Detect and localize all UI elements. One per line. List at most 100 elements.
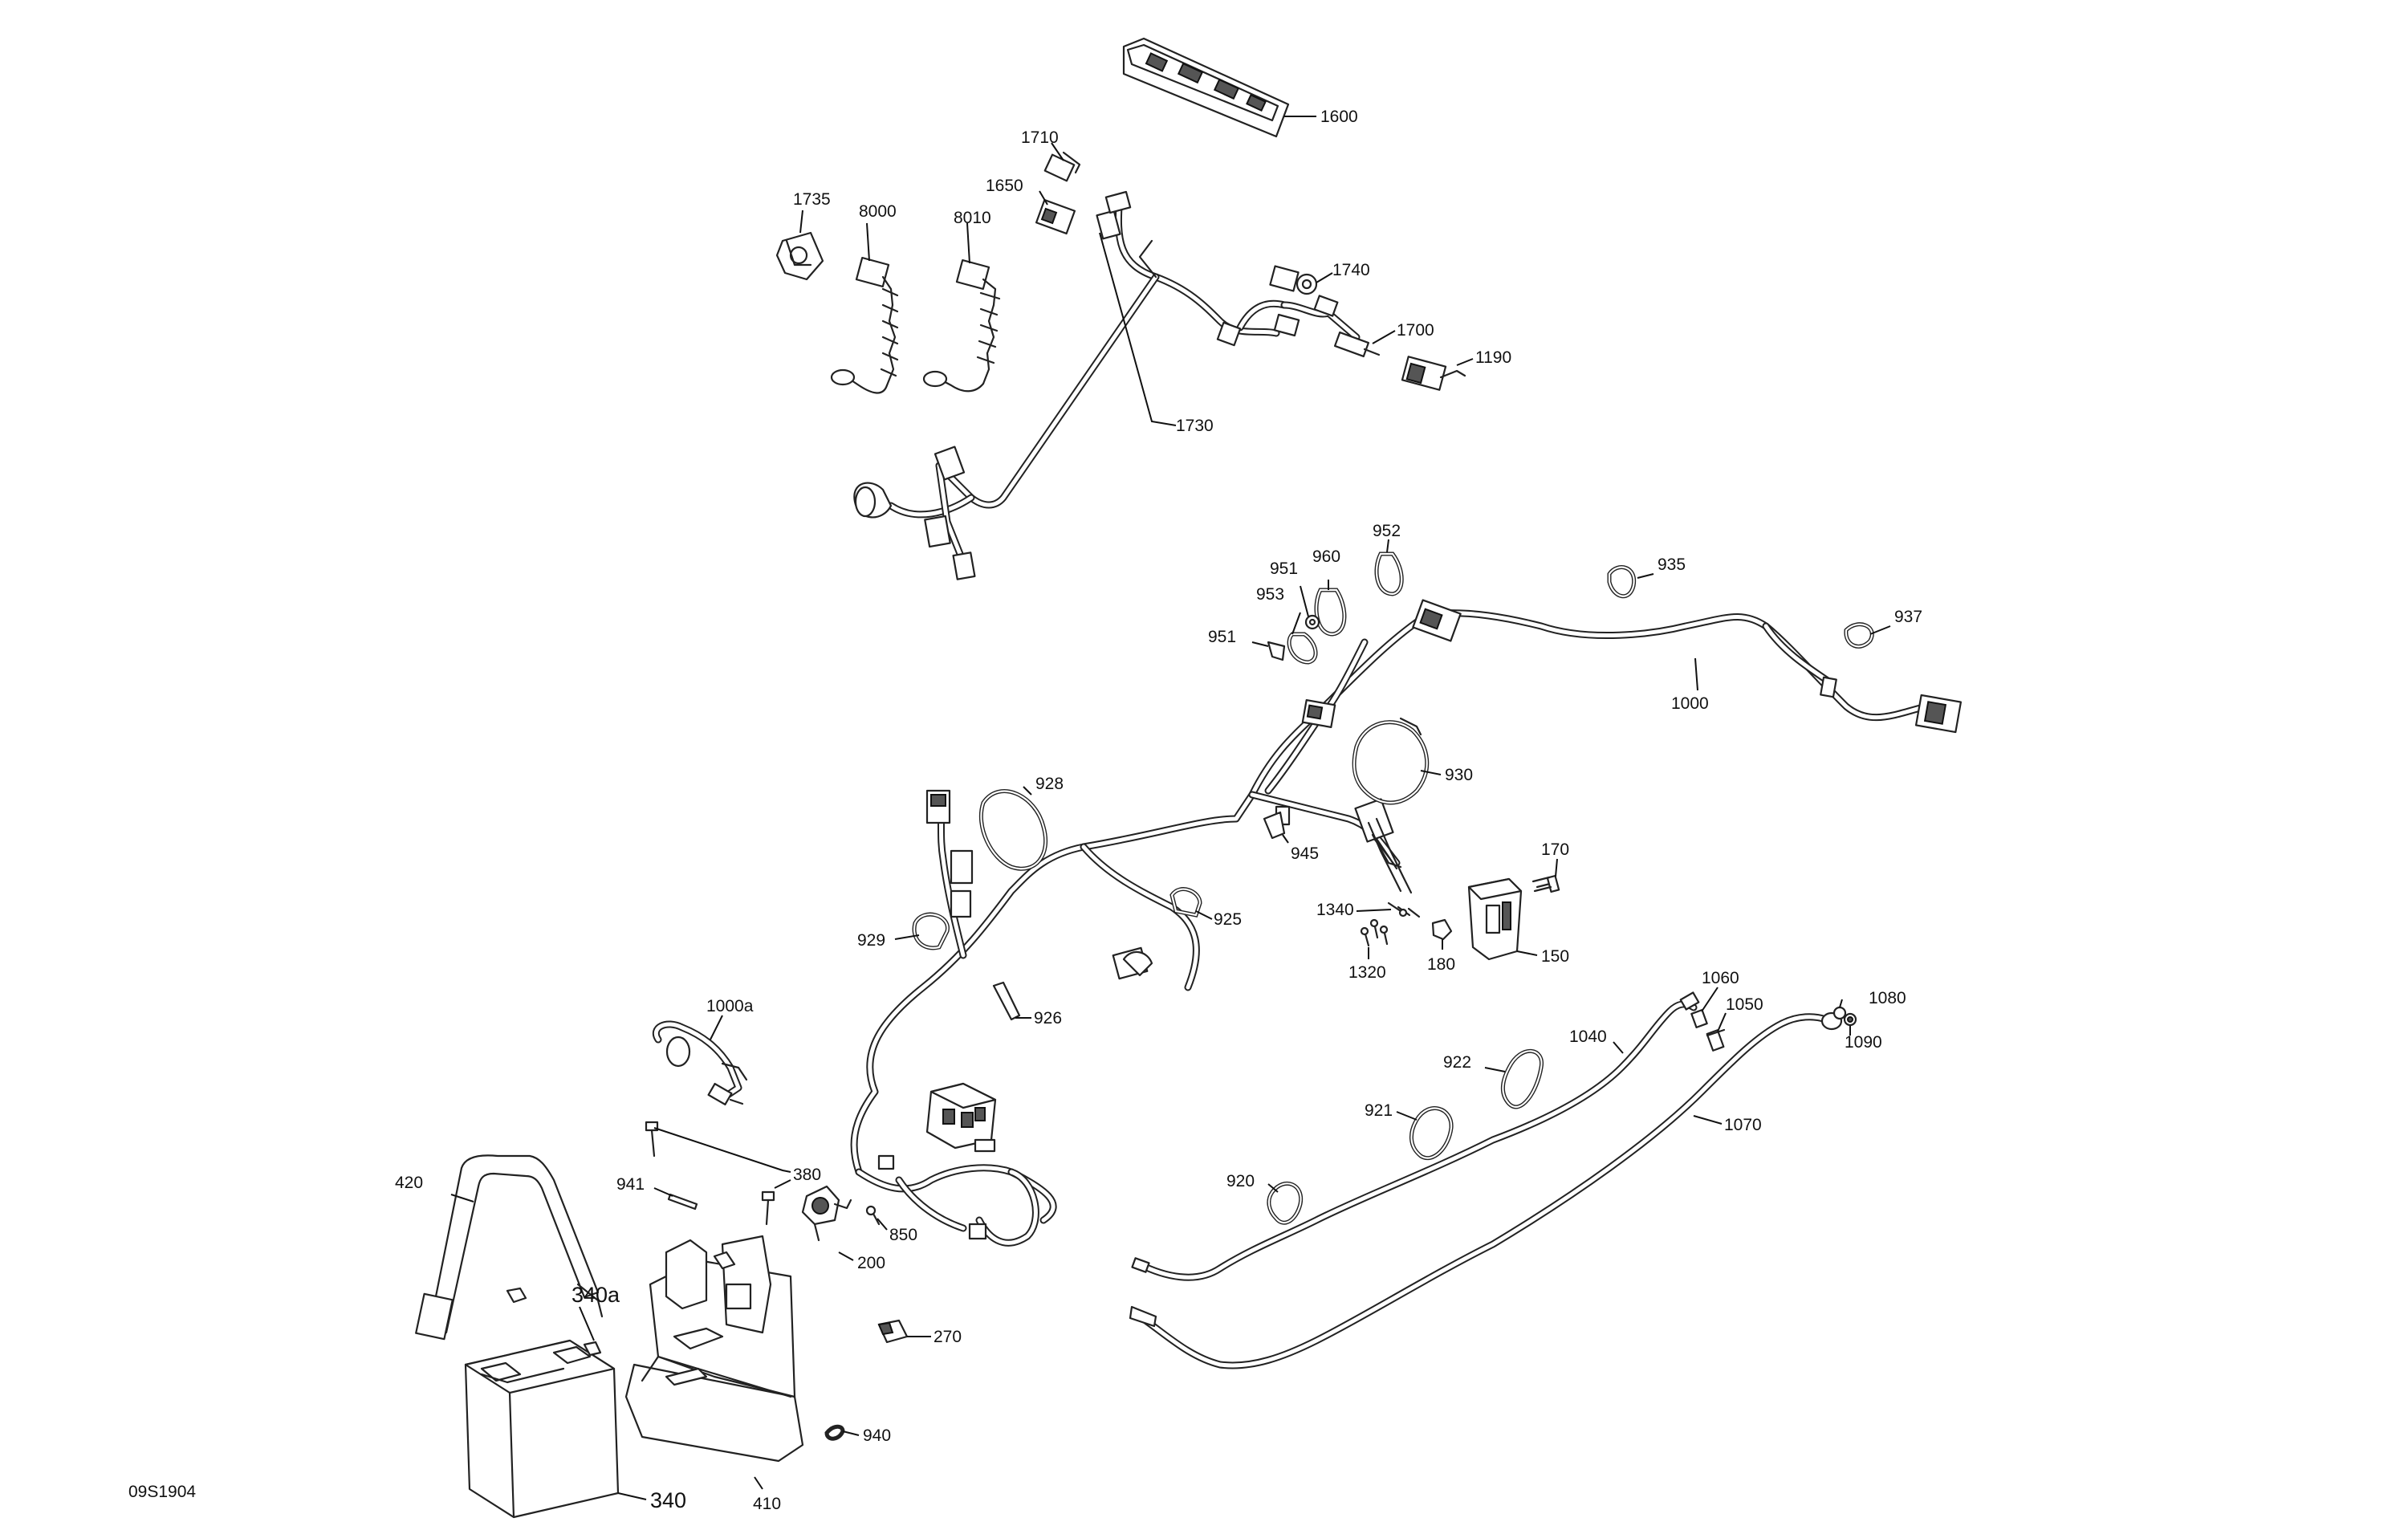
callout-850: 850 <box>889 1226 917 1244</box>
part-951-tie-upper <box>1304 614 1320 630</box>
callout-1190: 1190 <box>1475 348 1511 367</box>
callout-150: 150 <box>1541 947 1569 966</box>
part-951-tie-lower <box>1267 641 1286 661</box>
part-1080-washer <box>1832 1006 1847 1020</box>
part-340-battery <box>464 1339 620 1519</box>
part-410-battery-tray <box>624 1235 804 1463</box>
callout-953: 953 <box>1256 585 1284 604</box>
part-935-tie <box>1607 565 1637 598</box>
callout-1340: 1340 <box>1316 901 1354 919</box>
callout-1650: 1650 <box>986 177 1023 195</box>
part-1730-upper-harness <box>853 190 1361 580</box>
part-340a-terminal-hardware <box>506 1287 602 1357</box>
diagram-reference-code: 09S1904 <box>128 1483 196 1501</box>
callout-1050: 1050 <box>1726 995 1763 1014</box>
main-harness-connectors <box>925 599 1963 980</box>
part-953-tie <box>1287 632 1318 665</box>
part-180-nut <box>1431 918 1453 941</box>
callout-1710: 1710 <box>1021 128 1059 147</box>
callout-1730: 1730 <box>1176 417 1214 435</box>
part-relay-fuse-box <box>925 1082 997 1153</box>
part-1340-screws <box>1387 901 1421 918</box>
callout-935: 935 <box>1658 555 1686 574</box>
part-928-cable-tie <box>978 789 1048 871</box>
part-8010-coiled-cord <box>922 258 1001 393</box>
part-1740-grommet <box>1296 273 1318 295</box>
callout-170: 170 <box>1541 840 1569 859</box>
part-925-clip <box>1169 887 1202 918</box>
part-1090-nut <box>1843 1012 1857 1027</box>
callout-937: 937 <box>1894 608 1922 626</box>
callout-922: 922 <box>1443 1053 1471 1072</box>
part-960-tie <box>1314 588 1347 637</box>
callout-270: 270 <box>934 1328 962 1346</box>
callout-labels: 1600 1710 1650 1735 8000 8010 1740 1700 … <box>395 108 1922 1513</box>
callout-951-upper: 951 <box>1270 560 1298 578</box>
callout-940: 940 <box>863 1426 891 1445</box>
callout-1090: 1090 <box>1845 1033 1882 1052</box>
part-1735-switch <box>775 231 824 281</box>
callout-1080: 1080 <box>1869 989 1906 1007</box>
callout-929: 929 <box>857 931 885 950</box>
part-1040-cable <box>1131 991 1700 1281</box>
part-150-module <box>1467 877 1523 961</box>
part-922-cable-tie <box>1501 1048 1544 1109</box>
part-921-cable-tie <box>1409 1106 1454 1160</box>
callout-1600: 1600 <box>1320 108 1358 126</box>
callout-8000: 8000 <box>859 202 897 221</box>
callout-340a: 340a <box>571 1283 620 1307</box>
part-1320-screws <box>1360 918 1389 947</box>
module-lead-wires <box>1367 821 1402 893</box>
part-930-cable-tie <box>1352 717 1430 805</box>
part-1060-terminal <box>1690 1009 1708 1028</box>
callout-1040: 1040 <box>1569 1028 1607 1046</box>
part-1000a-sensor-harness <box>653 1020 748 1106</box>
callout-1000: 1000 <box>1671 694 1709 713</box>
part-940-tie <box>824 1424 845 1441</box>
callout-951-lower: 951 <box>1208 628 1236 646</box>
callout-921: 921 <box>1365 1101 1393 1120</box>
callout-1735: 1735 <box>793 190 831 209</box>
callout-926: 926 <box>1034 1009 1062 1028</box>
part-926-tie <box>992 981 1021 1021</box>
callout-1000a: 1000a <box>706 997 754 1015</box>
callout-200: 200 <box>857 1254 885 1272</box>
part-200-connector <box>801 1185 852 1242</box>
part-952-tie <box>1374 551 1404 596</box>
part-380-bolts <box>645 1121 775 1226</box>
part-8000-coiled-cord <box>830 256 899 394</box>
callout-180: 180 <box>1427 955 1455 974</box>
callout-930: 930 <box>1445 766 1473 784</box>
callout-941: 941 <box>616 1175 645 1194</box>
part-420-battery-strap <box>415 1154 604 1341</box>
callout-420: 420 <box>395 1174 423 1192</box>
callout-1320: 1320 <box>1348 963 1386 982</box>
callout-920: 920 <box>1226 1172 1255 1190</box>
part-1600-cluster <box>1122 37 1290 138</box>
callout-380: 380 <box>793 1166 821 1184</box>
callout-1740: 1740 <box>1332 261 1370 279</box>
callout-928: 928 <box>1035 775 1064 793</box>
callout-1060: 1060 <box>1702 969 1739 987</box>
callout-952: 952 <box>1373 522 1401 540</box>
leader-lines <box>450 116 1891 1500</box>
callout-8010: 8010 <box>954 209 991 227</box>
callout-340: 340 <box>650 1488 686 1512</box>
part-1050-bolt <box>1706 1028 1726 1052</box>
part-1650-connector <box>1035 198 1076 235</box>
callout-1700: 1700 <box>1397 321 1434 340</box>
part-941-tie <box>667 1193 698 1211</box>
part-1700-sensor <box>1333 331 1381 358</box>
part-170-bolt <box>1531 874 1560 893</box>
module-lead-wires-2 <box>1375 817 1413 894</box>
part-1190-switch <box>1401 356 1466 391</box>
part-929-clip <box>912 912 950 950</box>
part-937-tie <box>1844 622 1874 649</box>
callout-945: 945 <box>1291 844 1319 863</box>
part-945-clip <box>1263 811 1286 840</box>
part-850-screw <box>865 1205 881 1226</box>
callout-925: 925 <box>1214 910 1242 929</box>
part-920-cable-tie <box>1267 1181 1304 1225</box>
callout-410: 410 <box>753 1495 781 1513</box>
